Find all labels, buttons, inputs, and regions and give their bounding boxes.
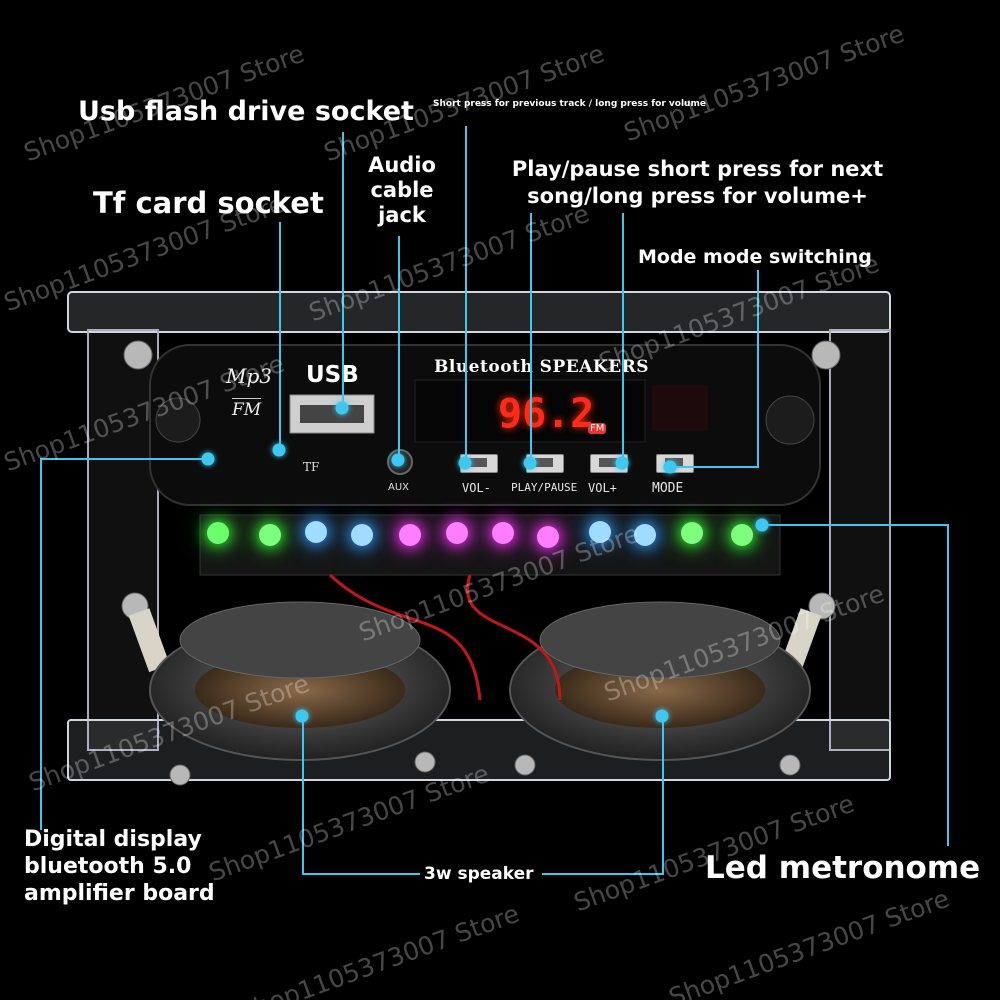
callout-play-pause: Play/pause short press for next song/lon… — [511, 157, 884, 208]
leader-volplus — [622, 213, 624, 462]
leader-play — [530, 213, 532, 462]
led-12 — [731, 524, 753, 546]
fm-badge: FM — [588, 423, 607, 434]
vol-minus-label: VOL- — [462, 481, 491, 495]
dot-usb — [335, 401, 349, 415]
dot-aux — [391, 453, 405, 467]
led-10 — [634, 524, 656, 546]
leader-usb — [342, 132, 344, 408]
callout-audio-jack: Audio cable jack — [368, 153, 436, 227]
dot-volplus — [615, 456, 629, 470]
dot-led — [755, 518, 769, 532]
callout-mode-switch: Mode mode switching — [638, 246, 872, 268]
callout-usb-socket: Usb flash drive socket — [78, 96, 414, 127]
display-readout: 96.2 — [498, 391, 595, 437]
tf-label: TF — [303, 460, 320, 474]
acrylic-right — [829, 329, 891, 751]
led-11 — [681, 522, 703, 544]
brand-label: Bluetooth SPEAKERS — [434, 357, 650, 377]
dot-prev — [458, 456, 472, 470]
leader-spk-r — [662, 716, 664, 874]
mp3-label: Mp3 — [226, 364, 273, 388]
leader-spk-l — [302, 716, 304, 874]
dot-play — [523, 456, 537, 470]
callout-speaker: 3w speaker — [424, 864, 534, 884]
leader-led-h — [762, 524, 949, 526]
play-pause-label: PLAY/PAUSE — [511, 481, 578, 494]
dot-spk-l — [295, 709, 309, 723]
leader-board-h — [40, 458, 208, 460]
led-7 — [492, 522, 514, 544]
acrylic-top — [67, 291, 891, 333]
dot-spk-r — [655, 709, 669, 723]
leader-led — [947, 524, 949, 846]
led-3 — [305, 521, 327, 543]
callout-prev-track: Short press for previous track / long pr… — [433, 99, 706, 109]
leader-mode-h — [670, 466, 759, 468]
led-9 — [589, 521, 611, 543]
callout-board: Digital display bluetooth 5.0 amplifier … — [24, 827, 215, 906]
leader-mode — [757, 270, 759, 468]
aux-label: AUX — [388, 482, 410, 493]
fm-label: FM — [232, 398, 262, 420]
led-4 — [351, 524, 373, 546]
callout-led: Led metronome — [705, 850, 981, 886]
acrylic-left — [87, 329, 159, 751]
leader-board — [40, 458, 42, 830]
dot-mode — [663, 460, 677, 474]
led-5 — [399, 524, 421, 546]
leader-tf — [279, 222, 281, 450]
leader-spk-h2 — [542, 873, 664, 875]
dot-board — [201, 452, 215, 466]
led-6 — [446, 522, 468, 544]
leader-prev — [465, 126, 467, 462]
leader-aux — [398, 236, 400, 460]
dot-tf — [272, 443, 286, 457]
led-2 — [259, 524, 281, 546]
leader-spk-h1 — [302, 873, 420, 875]
led-8 — [537, 526, 559, 548]
led-1 — [207, 522, 229, 544]
vol-plus-label: VOL+ — [588, 481, 617, 495]
usb-label: USB — [306, 362, 359, 388]
mode-label: MODE — [652, 481, 684, 496]
callout-tf-socket: Tf card socket — [93, 186, 324, 220]
